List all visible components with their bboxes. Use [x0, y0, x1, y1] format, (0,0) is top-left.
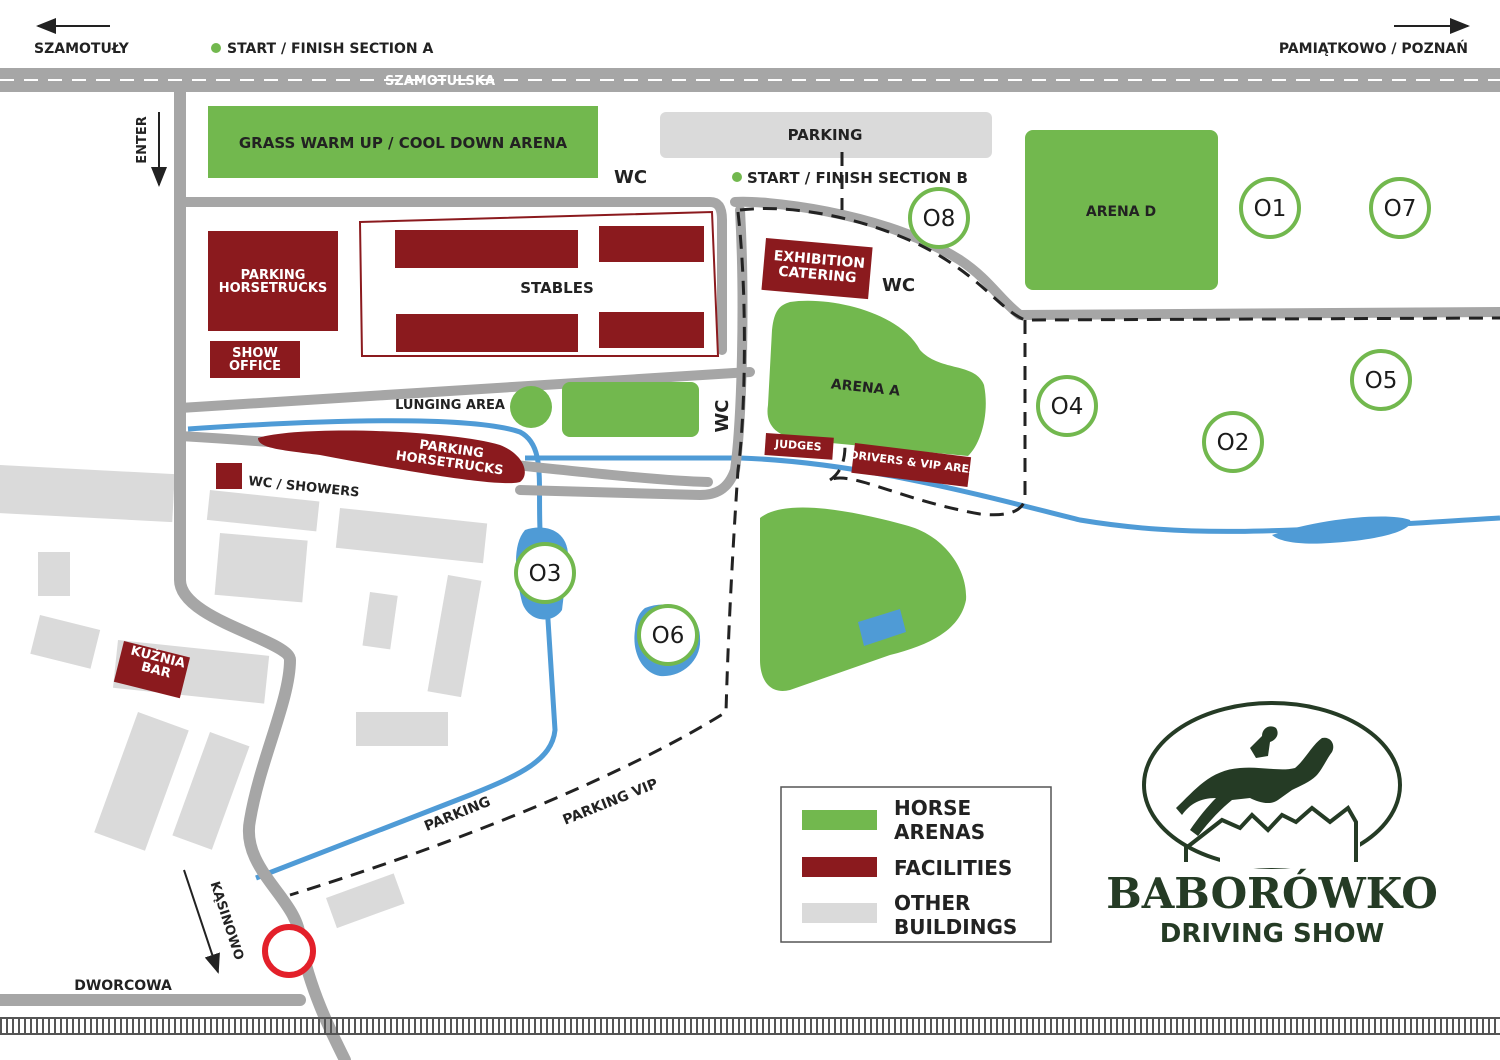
- obstacle-o1: O1: [1239, 177, 1301, 239]
- start-a-dot: [211, 43, 221, 53]
- kuznia-bar-l2: BAR: [139, 660, 172, 682]
- exhibition-l1: EXHIBITION: [773, 248, 866, 272]
- horse-rider-icon: [1176, 726, 1334, 836]
- start-b-dot: [732, 172, 742, 182]
- road-kasinowo: KĄSINOWO: [207, 880, 246, 962]
- facilities: [113, 226, 972, 699]
- judges-label: JUDGES: [774, 437, 822, 453]
- show-office-l2: OFFICE: [229, 359, 281, 374]
- lunging-circle: [510, 386, 552, 428]
- grass-arena-label: GRASS WARM UP / COOL DOWN ARENA: [239, 134, 568, 152]
- svg-text:O1: O1: [1254, 196, 1287, 222]
- obstacle-o8: O8: [908, 187, 970, 249]
- lower-arena: [760, 507, 967, 691]
- dashed-routes: [289, 152, 1500, 897]
- obstacle-o4: O4: [1036, 375, 1098, 437]
- legend-swatch-buildings: [802, 903, 877, 923]
- start-a-label: START / FINISH SECTION A: [227, 41, 433, 57]
- arena-a-label: ARENA A: [830, 376, 901, 399]
- start-b-label: START / FINISH SECTION B: [747, 169, 968, 187]
- railway: [0, 1017, 1500, 1035]
- road-szamotuly: SZAMOTUŁY: [34, 41, 130, 57]
- svg-text:O6: O6: [652, 623, 685, 649]
- other-buildings: [0, 112, 992, 929]
- road-enter: ENTER: [135, 116, 150, 164]
- obstacle-o7: O7: [1369, 177, 1431, 239]
- legend-buildings-l1: OTHER: [894, 891, 970, 915]
- svg-text:O7: O7: [1384, 196, 1417, 222]
- parking-horsetrucks-1-l2: HORSETRUCKS: [219, 281, 328, 296]
- logo-subtitle: DRIVING SHOW: [1160, 919, 1385, 949]
- wc-label-3: WC: [712, 399, 733, 432]
- svg-text:O8: O8: [923, 206, 956, 232]
- parking-top-label: PARKING: [788, 126, 863, 144]
- skyline-icon: [1184, 805, 1358, 862]
- legend-arenas-l1: HORSE: [894, 796, 971, 820]
- direction-arrows: [36, 18, 1470, 974]
- svg-text:O2: O2: [1217, 430, 1250, 456]
- legend-swatch-facilities: [802, 857, 877, 877]
- wc-label-1: WC: [614, 167, 647, 188]
- arena-a: [767, 300, 986, 456]
- wc-label-2: WC: [882, 275, 915, 296]
- road-szamotulska: SZAMOTULSKA: [385, 74, 495, 89]
- legend: HORSE ARENAS FACILITIES OTHER BUILDINGS: [780, 786, 1052, 943]
- arena-d: [1025, 130, 1218, 290]
- stables-outline: [358, 210, 720, 357]
- baborowko-logo: BABORÓWKO DRIVING SHOW: [1106, 701, 1438, 949]
- obstacle-o3: O3: [514, 542, 576, 604]
- roundabout: [262, 924, 316, 978]
- road-pamiatkowo: PAMIĄTKOWO / POZNAŃ: [1279, 39, 1468, 57]
- parking-horsetrucks-1-l1: PARKING: [241, 268, 306, 283]
- obstacle-o6: O6: [637, 604, 699, 666]
- show-office-l1: SHOW: [232, 346, 278, 361]
- legend-facilities: FACILITIES: [894, 856, 1012, 880]
- obstacle-o2: O2: [1202, 411, 1264, 473]
- obstacle-markers: O1 O2 O3 O4 O5 O6 O7 O8: [514, 177, 1431, 666]
- horse-arenas: [208, 106, 1218, 691]
- road-dworcowa: DWORCOWA: [74, 978, 172, 994]
- arena-d-label: ARENA D: [1086, 204, 1156, 220]
- svg-text:O3: O3: [529, 561, 562, 587]
- legend-arenas-l2: ARENAS: [894, 820, 985, 844]
- legend-swatch-arenas: [802, 810, 877, 830]
- legend-buildings-l2: BUILDINGS: [894, 915, 1017, 939]
- logo-title: BABORÓWKO: [1106, 868, 1438, 918]
- grass-arena: [208, 106, 598, 178]
- exhibition-l2: CATERING: [778, 264, 857, 287]
- lunging-square: [562, 382, 699, 437]
- svg-text:O5: O5: [1365, 368, 1398, 394]
- obstacle-o5: O5: [1350, 349, 1412, 411]
- parking-vip-label: PARKING VIP: [561, 776, 661, 829]
- lunging-label: LUNGING AREA: [395, 398, 505, 413]
- stables-label: STABLES: [520, 279, 594, 297]
- svg-text:O4: O4: [1051, 394, 1084, 420]
